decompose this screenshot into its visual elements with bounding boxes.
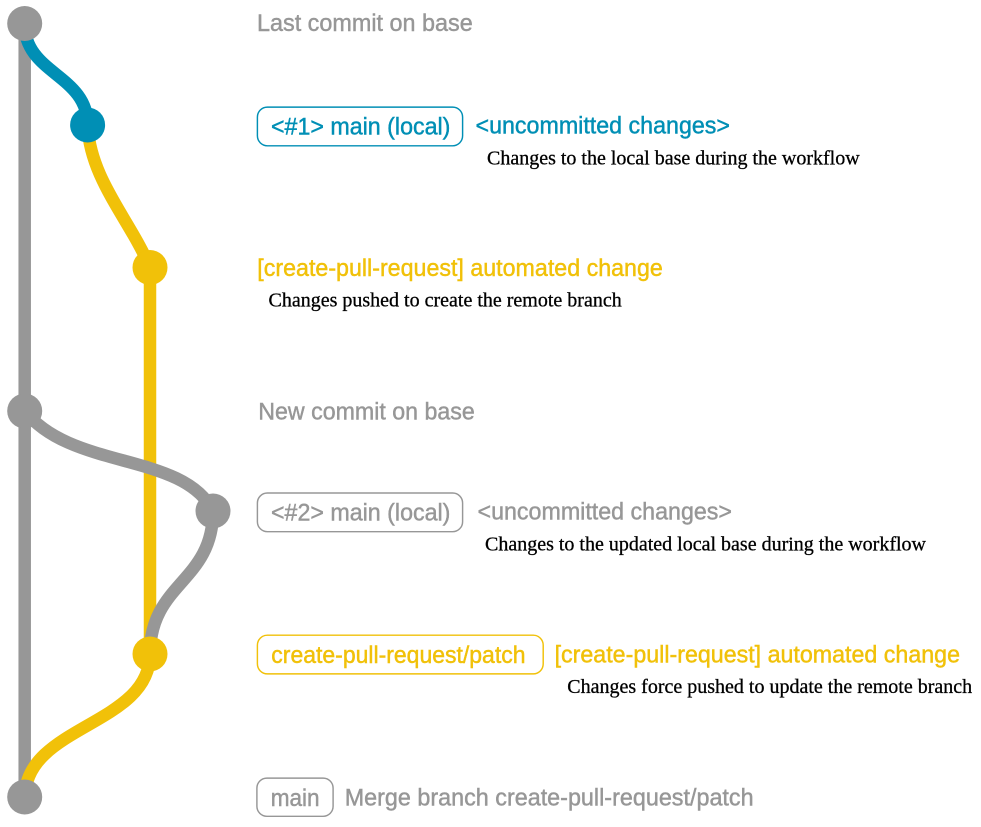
svg-text:Changes pushed to create the r: Changes pushed to create the remote bran…	[269, 290, 622, 312]
svg-text:<uncommitted changes>: <uncommitted changes>	[478, 499, 733, 526]
svg-text:[create-pull-request] automate: [create-pull-request] automated change	[555, 642, 960, 669]
svg-text:<#2> main (local): <#2> main (local)	[271, 500, 450, 527]
svg-text:Changes to the local base duri: Changes to the local base during the wor…	[487, 148, 860, 170]
svg-text:<#1> main (local): <#1> main (local)	[271, 114, 450, 141]
svg-text:Changes force pushed to update: Changes force pushed to update the remot…	[567, 676, 972, 698]
svg-text:Last commit on base: Last commit on base	[257, 10, 473, 37]
svg-text:create-pull-request/patch: create-pull-request/patch	[271, 642, 525, 669]
svg-text:<uncommitted changes>: <uncommitted changes>	[476, 113, 731, 140]
svg-text:[create-pull-request] automate: [create-pull-request] automated change	[257, 255, 663, 282]
svg-text:Merge branch create-pull-reque: Merge branch create-pull-request/patch	[345, 785, 754, 812]
svg-text:Changes to the updated local b: Changes to the updated local base during…	[485, 534, 927, 556]
svg-text:main: main	[271, 785, 320, 812]
svg-text:New commit on base: New commit on base	[258, 399, 475, 426]
